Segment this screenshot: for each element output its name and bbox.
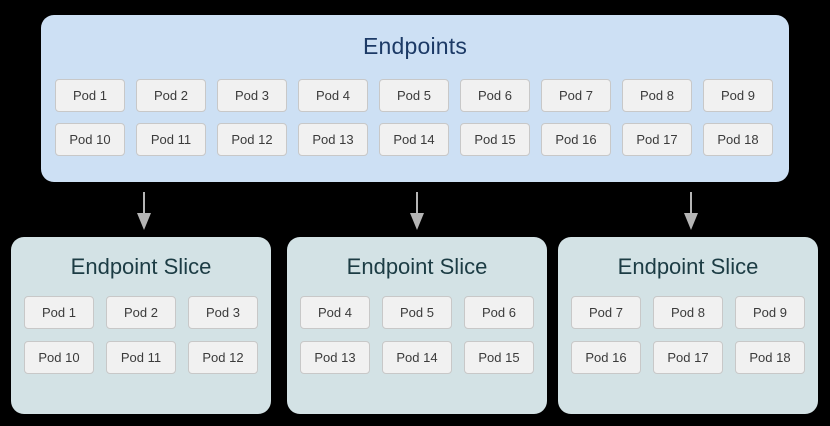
arrow-shaft bbox=[143, 192, 145, 218]
pod-chip[interactable]: Pod 12 bbox=[188, 341, 258, 374]
pod-chip[interactable]: Pod 9 bbox=[735, 296, 805, 329]
pod-chip[interactable]: Pod 16 bbox=[541, 123, 611, 156]
arrow-shaft bbox=[690, 192, 692, 218]
endpoint-slice-pod-row: Pod 7 Pod 8 Pod 9 bbox=[571, 296, 805, 329]
pod-chip[interactable]: Pod 9 bbox=[703, 79, 773, 112]
pod-chip[interactable]: Pod 10 bbox=[24, 341, 94, 374]
pod-chip[interactable]: Pod 12 bbox=[217, 123, 287, 156]
pod-chip[interactable]: Pod 1 bbox=[24, 296, 94, 329]
endpoint-slice-pod-grid: Pod 4 Pod 5 Pod 6 Pod 13 Pod 14 Pod 15 bbox=[287, 296, 547, 374]
pod-chip[interactable]: Pod 1 bbox=[55, 79, 125, 112]
endpoint-slice-panel-2: Endpoint Slice Pod 4 Pod 5 Pod 6 Pod 13 … bbox=[287, 237, 547, 414]
pod-chip[interactable]: Pod 8 bbox=[622, 79, 692, 112]
arrow-down-icon bbox=[136, 192, 152, 230]
pod-chip[interactable]: Pod 5 bbox=[382, 296, 452, 329]
arrow-down-icon bbox=[683, 192, 699, 230]
endpoint-slice-pod-row: Pod 13 Pod 14 Pod 15 bbox=[300, 341, 534, 374]
pod-chip[interactable]: Pod 2 bbox=[136, 79, 206, 112]
pod-chip[interactable]: Pod 14 bbox=[379, 123, 449, 156]
pod-chip[interactable]: Pod 7 bbox=[571, 296, 641, 329]
pod-chip[interactable]: Pod 2 bbox=[106, 296, 176, 329]
endpoints-pod-grid: Pod 1 Pod 2 Pod 3 Pod 4 Pod 5 Pod 6 Pod … bbox=[55, 79, 775, 167]
endpoints-pod-row: Pod 10 Pod 11 Pod 12 Pod 13 Pod 14 Pod 1… bbox=[55, 123, 775, 156]
pod-chip[interactable]: Pod 4 bbox=[300, 296, 370, 329]
endpoint-slice-pod-grid: Pod 7 Pod 8 Pod 9 Pod 16 Pod 17 Pod 18 bbox=[558, 296, 818, 374]
arrow-head bbox=[684, 213, 698, 230]
endpoint-slice-title: Endpoint Slice bbox=[346, 254, 488, 279]
endpoint-slice-pod-grid: Pod 1 Pod 2 Pod 3 Pod 10 Pod 11 Pod 12 bbox=[11, 296, 271, 374]
pod-chip[interactable]: Pod 16 bbox=[571, 341, 641, 374]
pod-chip[interactable]: Pod 17 bbox=[653, 341, 723, 374]
endpoint-slice-title: Endpoint Slice bbox=[617, 254, 759, 279]
pod-chip[interactable]: Pod 15 bbox=[460, 123, 530, 156]
endpoint-slice-panel-3: Endpoint Slice Pod 7 Pod 8 Pod 9 Pod 16 … bbox=[558, 237, 818, 414]
pod-chip[interactable]: Pod 3 bbox=[188, 296, 258, 329]
arrow-down-icon bbox=[409, 192, 425, 230]
pod-chip[interactable]: Pod 6 bbox=[460, 79, 530, 112]
pod-chip[interactable]: Pod 18 bbox=[735, 341, 805, 374]
endpoint-slice-title: Endpoint Slice bbox=[70, 254, 212, 279]
endpoint-slice-pod-row: Pod 4 Pod 5 Pod 6 bbox=[300, 296, 534, 329]
pod-chip[interactable]: Pod 3 bbox=[217, 79, 287, 112]
pod-chip[interactable]: Pod 18 bbox=[703, 123, 773, 156]
endpoint-slice-pod-row: Pod 16 Pod 17 Pod 18 bbox=[571, 341, 805, 374]
pod-chip[interactable]: Pod 4 bbox=[298, 79, 368, 112]
pod-chip[interactable]: Pod 13 bbox=[300, 341, 370, 374]
endpoints-panel: Endpoints Pod 1 Pod 2 Pod 3 Pod 4 Pod 5 … bbox=[41, 15, 789, 182]
pod-chip[interactable]: Pod 5 bbox=[379, 79, 449, 112]
pod-chip[interactable]: Pod 6 bbox=[464, 296, 534, 329]
pod-chip[interactable]: Pod 15 bbox=[464, 341, 534, 374]
pod-chip[interactable]: Pod 13 bbox=[298, 123, 368, 156]
pod-chip[interactable]: Pod 7 bbox=[541, 79, 611, 112]
endpoint-slice-panel-1: Endpoint Slice Pod 1 Pod 2 Pod 3 Pod 10 … bbox=[11, 237, 271, 414]
endpoints-pod-row: Pod 1 Pod 2 Pod 3 Pod 4 Pod 5 Pod 6 Pod … bbox=[55, 79, 775, 112]
arrow-head bbox=[137, 213, 151, 230]
pod-chip[interactable]: Pod 10 bbox=[55, 123, 125, 156]
endpoint-slice-pod-row: Pod 10 Pod 11 Pod 12 bbox=[24, 341, 258, 374]
arrow-shaft bbox=[416, 192, 418, 218]
pod-chip[interactable]: Pod 11 bbox=[136, 123, 206, 156]
arrow-head bbox=[410, 213, 424, 230]
pod-chip[interactable]: Pod 11 bbox=[106, 341, 176, 374]
pod-chip[interactable]: Pod 17 bbox=[622, 123, 692, 156]
endpoints-title: Endpoints bbox=[362, 33, 468, 59]
pod-chip[interactable]: Pod 8 bbox=[653, 296, 723, 329]
pod-chip[interactable]: Pod 14 bbox=[382, 341, 452, 374]
endpoint-slice-pod-row: Pod 1 Pod 2 Pod 3 bbox=[24, 296, 258, 329]
